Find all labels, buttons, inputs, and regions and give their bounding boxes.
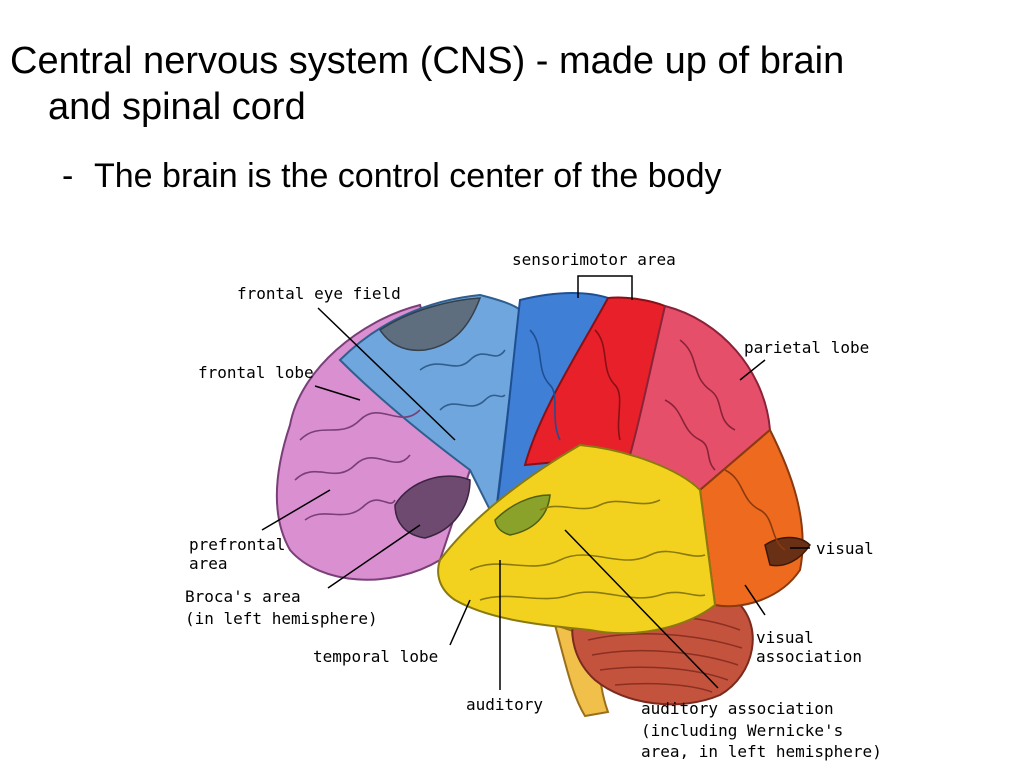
auditory-region [494, 494, 551, 536]
label-broca-2: (in left hemisphere) [185, 609, 378, 628]
broca-region [394, 475, 471, 539]
label-prefrontal-1: prefrontal [189, 535, 285, 554]
label-frontal-lobe: frontal lobe [198, 363, 314, 382]
gyri-folds [294, 329, 786, 601]
label-parietal-lobe: parietal lobe [744, 338, 869, 357]
label-prefrontal-2: area [189, 554, 228, 573]
label-frontal-eye-field: frontal eye field [237, 284, 401, 303]
label-auditory-association-3: area, in left hemisphere) [641, 742, 882, 761]
label-auditory-association-2: (including Wernicke's [641, 721, 843, 740]
label-visual-association-1: visual [756, 628, 814, 647]
frontal-eye-field [338, 293, 522, 524]
sub-bullet: -The brain is the control center of the … [62, 154, 721, 198]
label-visual-association-2: association [756, 647, 862, 666]
main-bullet: Central nervous system (CNS) - made up o… [10, 38, 1015, 130]
leader-lines [261, 275, 810, 690]
label-temporal-lobe: temporal lobe [313, 647, 438, 666]
main-bullet-line-1: Central nervous system (CNS) - made up o… [10, 40, 845, 82]
visual-region [764, 536, 811, 567]
label-broca-1: Broca's area [185, 587, 301, 606]
label-auditory: auditory [466, 695, 543, 714]
sub-bullet-text: The brain is the control center of the b… [94, 157, 722, 195]
premotor-region [378, 297, 482, 352]
sub-bullet-dash: - [62, 157, 74, 195]
label-visual: visual [816, 539, 874, 558]
label-auditory-association-1: auditory association [641, 699, 834, 718]
temporal-lobe [437, 443, 717, 635]
main-bullet-line-2: and spinal cord [48, 86, 306, 128]
label-sensorimotor: sensorimotor area [512, 250, 676, 269]
